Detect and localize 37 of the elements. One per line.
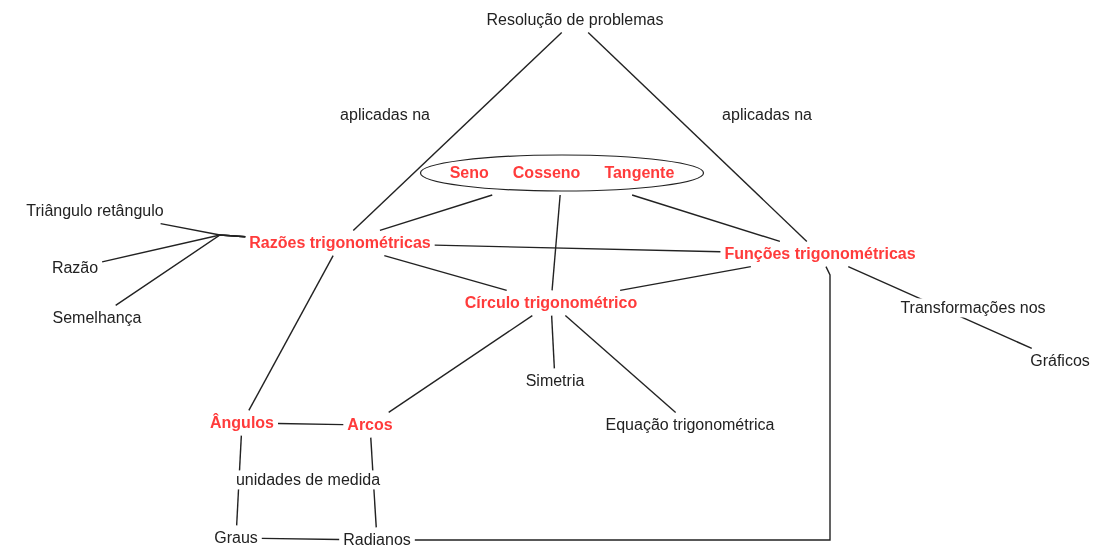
key-concept: Círculo trigonométrico [464, 293, 638, 313]
concept-text: Graus [214, 528, 258, 546]
connector-line [551, 194, 561, 292]
connector-line [587, 31, 808, 243]
connector-line [414, 265, 831, 541]
key-concept: Razões trigonométricas [249, 233, 431, 253]
connector-line [277, 422, 344, 426]
key-concept: Ângulos [210, 413, 274, 433]
concept-text: Equação trigonométrica [605, 415, 775, 435]
connector-line [248, 254, 334, 412]
concept-text: Triângulo retângulo [26, 201, 164, 221]
concept-text: Gráficos [1030, 351, 1090, 371]
concept-ellipse [419, 154, 705, 192]
connector-line [383, 254, 508, 292]
edge-label: aplicadas na [338, 105, 432, 125]
concept-text: Tangente [604, 163, 675, 183]
concept-text: Seno [449, 163, 489, 183]
key-concept: Arcos [347, 415, 393, 435]
concept-text: Cosseno [512, 163, 581, 183]
key-concept: Funções trigonométricas [724, 244, 916, 264]
edge-label: Transformações nos [898, 298, 1048, 318]
concept-text: Radianos [343, 530, 411, 546]
concept-text: Simetria [525, 371, 585, 391]
connector-line [379, 194, 493, 232]
connector-line [550, 314, 556, 370]
edge-label: aplicadas na [720, 105, 814, 125]
concept-text: Semelhança [52, 308, 142, 328]
concept-text: Razão [51, 258, 99, 278]
connector-line [114, 234, 246, 307]
connector-line [619, 265, 752, 292]
connector-line [388, 314, 534, 414]
connector-line [631, 194, 781, 243]
connector-line [261, 537, 340, 541]
concept-text: Resolução de problemas [486, 10, 664, 30]
connector-line [564, 314, 677, 414]
connector-line [352, 31, 563, 232]
connector-line [434, 244, 722, 253]
